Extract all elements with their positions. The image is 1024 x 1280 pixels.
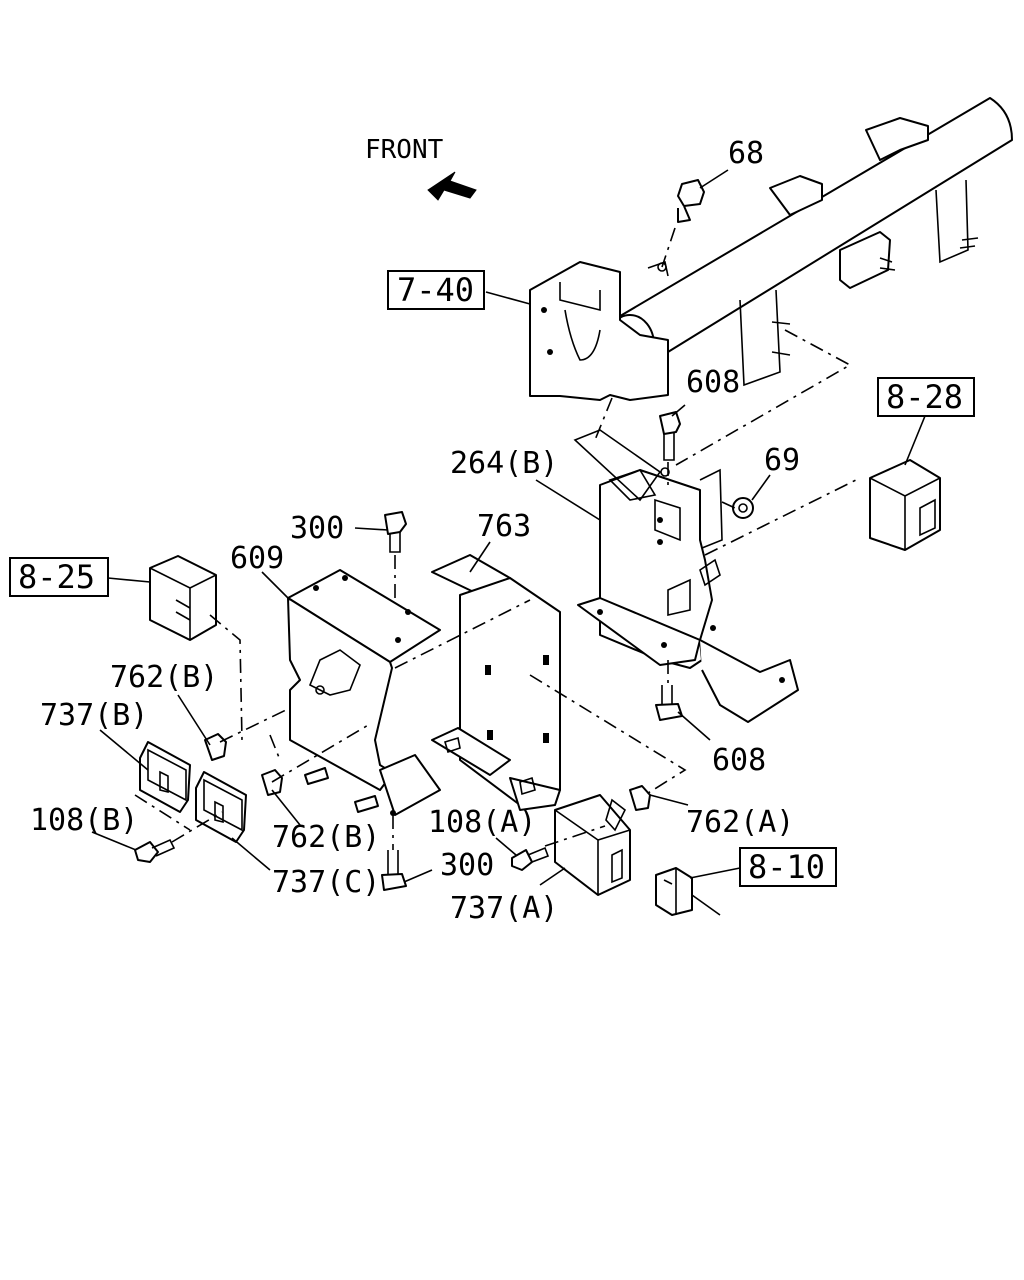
clip-762b-bottom (261, 769, 283, 796)
bolt-608-bottom (655, 685, 683, 721)
label-69: 69 (764, 443, 800, 478)
label-762b-bottom: 762(B) (272, 820, 380, 855)
ref-7-40: 7-40 (397, 271, 474, 309)
label-737c: 737(C) (272, 865, 380, 900)
label-300-bottom: 300 (440, 848, 494, 883)
bracket-7-40 (529, 261, 669, 401)
clip-762b-top (204, 733, 227, 761)
relay-737c (195, 771, 247, 843)
bolt-300-top (384, 511, 407, 553)
label-108b: 108(B) (30, 803, 138, 838)
bracket-264b (573, 429, 799, 723)
part-labels: 68 608 69 264(B) 300 763 609 762(B) 737(… (30, 136, 800, 926)
leader-lines (91, 169, 926, 886)
bolt-608-top (659, 411, 681, 461)
bolt-300-bottom (381, 850, 407, 891)
reference-boxes: 7-40 8-28 8-25 8-10 (9, 270, 975, 887)
ref-box-7-40: 7-40 (387, 270, 485, 310)
label-737b: 737(B) (40, 698, 148, 733)
label-300-top: 300 (290, 511, 344, 546)
relay-737a (554, 794, 631, 896)
ref-8-25: 8-25 (18, 558, 95, 596)
relay-737b (139, 741, 191, 813)
front-label: FRONT (365, 135, 444, 165)
label-108a: 108(A) (428, 805, 536, 840)
bracket-609 (287, 569, 441, 816)
label-762a: 762(A) (686, 805, 794, 840)
screw-108a (511, 846, 550, 871)
module-8-25 (149, 555, 217, 641)
assembly-lines (134, 227, 861, 850)
ref-box-8-10: 8-10 (739, 847, 837, 887)
ref-box-8-28: 8-28 (877, 377, 975, 417)
label-608-bottom: 608 (712, 743, 766, 778)
clip-762a (629, 785, 651, 811)
screw-108b (134, 838, 176, 863)
ref-box-8-25: 8-25 (9, 557, 109, 597)
ref-8-28: 8-28 (886, 378, 963, 416)
label-68: 68 (728, 136, 764, 171)
connector-8-10 (655, 867, 721, 916)
bracket-763 (431, 554, 561, 811)
studs (304, 767, 379, 813)
label-609: 609 (230, 541, 284, 576)
ref-8-10: 8-10 (748, 848, 825, 886)
module-8-28 (869, 459, 941, 551)
label-737a: 737(A) (450, 891, 558, 926)
label-762b-top: 762(B) (110, 660, 218, 695)
front-indicator: FRONT (365, 135, 477, 201)
bolt-68 (657, 179, 705, 272)
label-763: 763 (477, 509, 531, 544)
label-608-top: 608 (686, 365, 740, 400)
label-264b: 264(B) (450, 446, 558, 481)
nut-69 (732, 497, 754, 519)
front-arrow-icon (427, 171, 477, 201)
